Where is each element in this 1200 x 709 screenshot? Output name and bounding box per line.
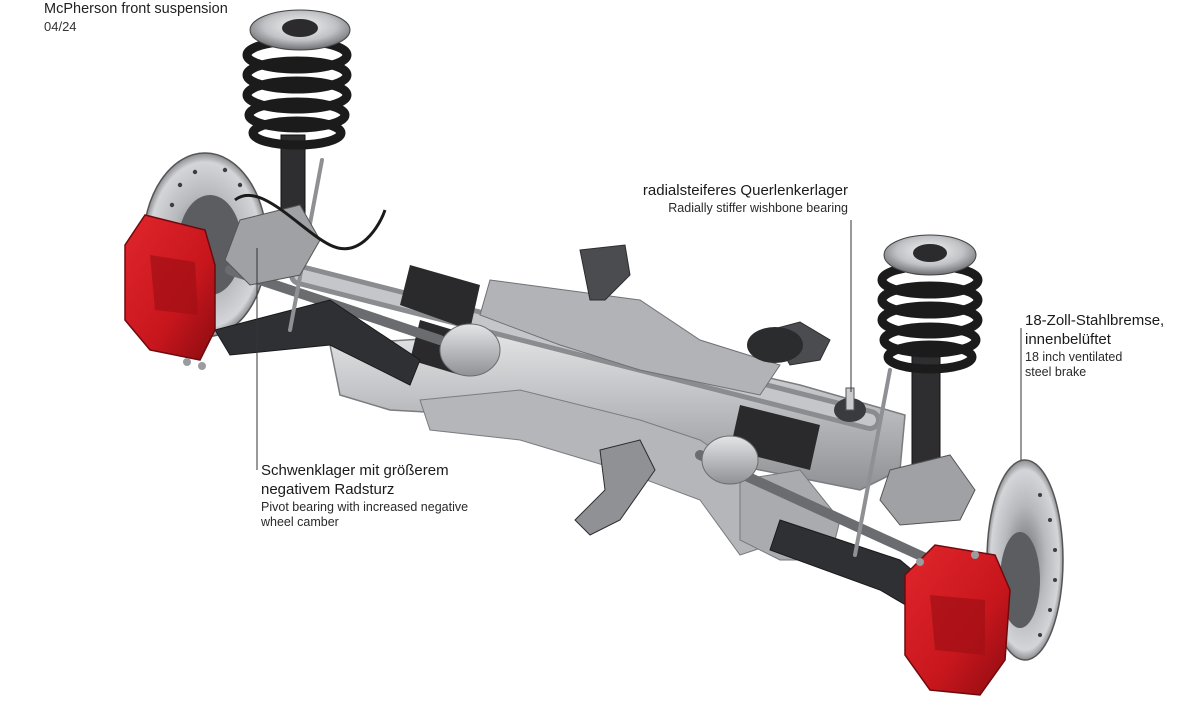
callout-wishbone-bearing: radialsteiferes Querlenkerlager Radially…: [643, 182, 848, 216]
callout-pivot-bearing: Schwenklager mit größerem negativem Rads…: [261, 462, 468, 531]
callout-brake-de-line2: innenbelüftet: [1025, 330, 1111, 348]
left-brake-caliper: [124, 214, 216, 370]
callout-brake-de-line1: 18-Zoll-Stahlbremse,: [1025, 312, 1165, 329]
page-date: 04/24: [44, 18, 77, 34]
right-brake-caliper: [904, 544, 1011, 696]
left-brake-hose: [234, 193, 387, 251]
leader-lines: [256, 220, 1022, 470]
callout-wishbone-bearing-de: radialsteiferes Querlenkerlager: [642, 182, 848, 199]
callout-pivot-bearing-en-line2: wheel camber: [261, 515, 339, 530]
left-strut: [224, 9, 352, 286]
left-coil-spring: [242, 36, 352, 150]
callout-brake-en-line1: 18 inch ventilated: [1025, 349, 1123, 364]
wishbone-bearing: [747, 327, 866, 422]
steering-rack: [225, 264, 935, 565]
callout-wishbone-bearing-en: Radially stiffer wishbone bearing: [668, 200, 848, 215]
right-coil-spring: [877, 261, 983, 374]
callout-pivot-bearing-de-line2: negativem Radsturz: [261, 480, 395, 498]
page-title: McPherson front suspension: [44, 1, 228, 17]
callout-pivot-bearing-en-line1: Pivot bearing with increased negative: [261, 499, 469, 514]
callout-pivot-bearing-de-line1: Schwenklager mit größerem: [261, 462, 449, 479]
callout-brake: 18-Zoll-Stahlbremse, innenbelüftet 18 in…: [1025, 312, 1164, 381]
right-strut: [877, 234, 983, 526]
header: McPherson front suspension 04/24: [44, 0, 228, 36]
callout-brake-en-line2: steel brake: [1025, 365, 1087, 380]
